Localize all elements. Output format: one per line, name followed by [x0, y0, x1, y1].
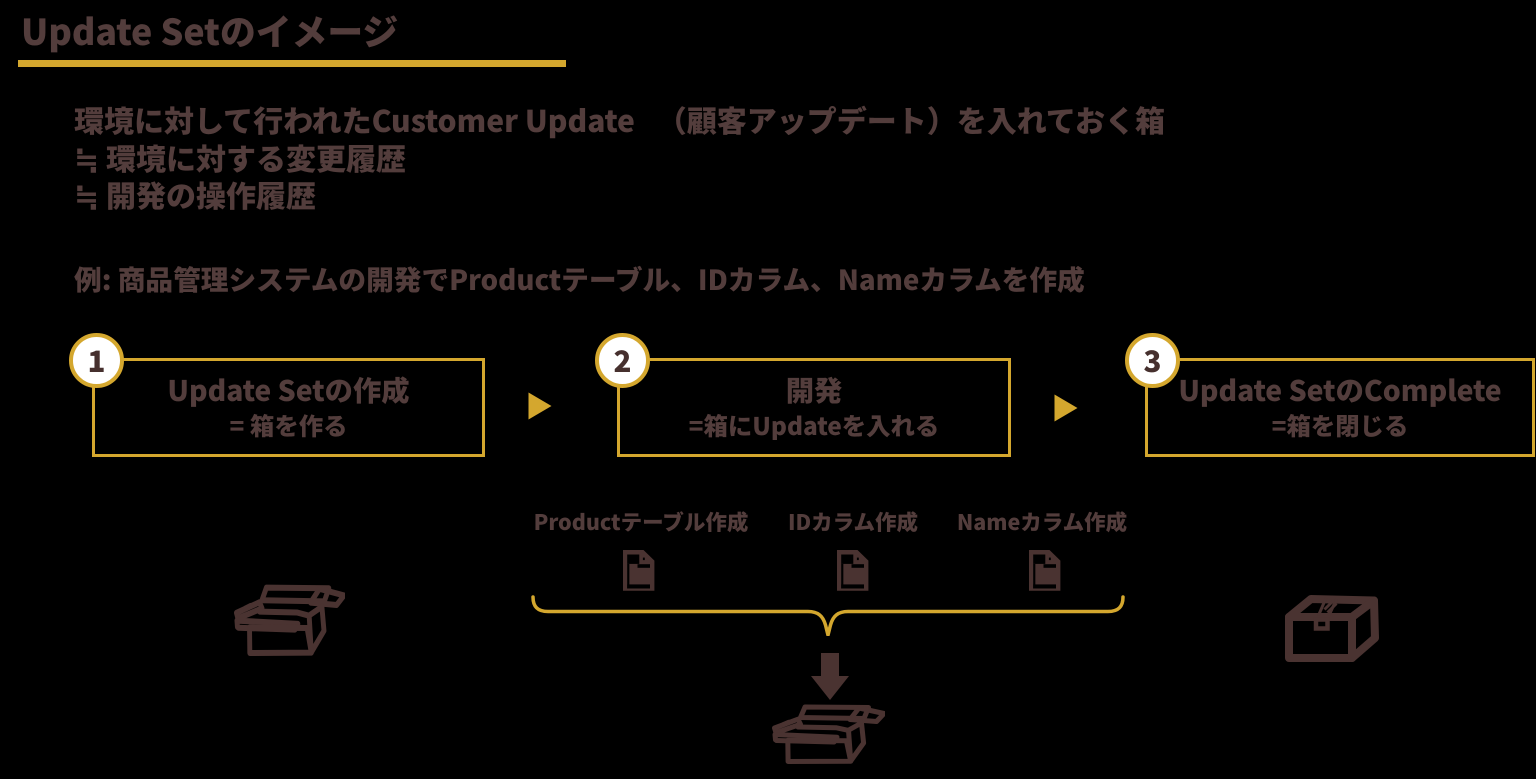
- closed-box-icon: [1285, 594, 1379, 664]
- example-text: 例: 商品管理システムの開発でProductテーブル、IDカラム、Nameカラム…: [74, 258, 1085, 298]
- intro-line-1: 環境に対して行われたCustomer Update （顧客アップデート）を入れて…: [74, 97, 1165, 141]
- page-title: Update Setのイメージ: [21, 4, 399, 56]
- step-title: Update Setの作成: [167, 368, 410, 410]
- step-box-develop: 開発 =箱にUpdateを入れる: [617, 357, 1011, 457]
- step-subtitle: =箱にUpdateを入れる: [688, 407, 940, 443]
- step-box-create: Update Setの作成 = 箱を作る: [92, 357, 485, 457]
- step-subtitle: =箱を閉じる: [1271, 407, 1409, 443]
- update-label-product-table: Productテーブル作成: [533, 506, 749, 537]
- step-box-complete: Update SetのComplete =箱を閉じる: [1145, 357, 1535, 457]
- flow-arrow-icon-2: [1054, 394, 1078, 422]
- update-label-name-column: Nameカラム作成: [956, 506, 1128, 537]
- flow-arrow-icon-1: [528, 392, 552, 420]
- intro-line-3: ≒ 開発の操作履歴: [74, 172, 317, 216]
- intro-line-2: ≒ 環境に対する変更履歴: [74, 134, 407, 179]
- step-subtitle: = 箱を作る: [229, 407, 348, 443]
- file-icon-2: [837, 550, 869, 591]
- intro-text: 環境に対して行われたCustomer Update （顧客アップデート）を入れて…: [74, 97, 1165, 216]
- step-title: Update SetのComplete: [1178, 368, 1502, 410]
- open-box-icon-center: [772, 704, 885, 764]
- step-title: 開発: [785, 368, 843, 410]
- down-arrow-icon: [811, 653, 849, 700]
- file-icon-3: [1029, 550, 1061, 591]
- file-icon-1: [623, 550, 655, 591]
- open-box-icon-left: [234, 584, 345, 656]
- step-number-badge-2: 2: [595, 333, 650, 388]
- brace-icon: [531, 595, 1125, 636]
- step-number-badge-1: 1: [69, 333, 124, 388]
- title-underline: [18, 60, 566, 67]
- step-number-badge-3: 3: [1125, 333, 1180, 388]
- update-label-id-column: IDカラム作成: [787, 506, 919, 537]
